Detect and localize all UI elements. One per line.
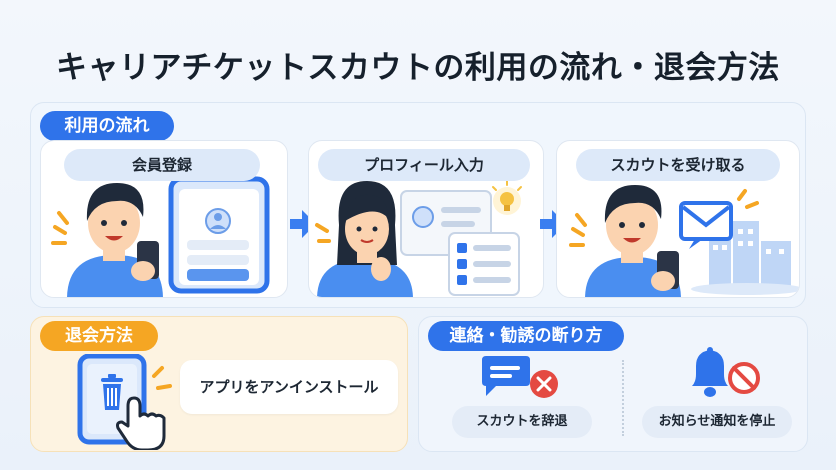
- step-label-register: 会員登録: [64, 149, 260, 181]
- page-title: キャリアチケットスカウトの利用の流れ・退会方法: [56, 50, 780, 86]
- building-icon: [709, 221, 791, 287]
- profile-illustration: [315, 180, 522, 297]
- withdraw-heading: 退会方法: [40, 321, 158, 351]
- checklist-icon: [448, 232, 520, 296]
- flow-heading: 利用の流れ: [40, 111, 174, 141]
- chat-icon: [482, 356, 558, 398]
- cancel-icon: [530, 370, 558, 398]
- uninstall-illustration: [77, 354, 172, 450]
- divider: [622, 360, 624, 436]
- arrow-right-icon: [540, 210, 566, 238]
- prohibited-icon: [728, 362, 760, 394]
- bell-icon: [692, 347, 728, 397]
- stop-notification-label: お知らせ通知を停止: [642, 406, 792, 438]
- step-label-scout: スカウトを受け取る: [576, 149, 780, 181]
- decline-scout-label: スカウトを辞退: [452, 406, 592, 438]
- contact-heading: 連絡・勧誘の断り方: [428, 321, 624, 351]
- hand-cursor-icon: [116, 396, 166, 450]
- step-label-profile: プロフィール入力: [318, 149, 530, 181]
- phone-icon: [168, 176, 270, 294]
- scout-illustration: [569, 185, 799, 297]
- notification-icons: [692, 347, 760, 397]
- uninstall-app-label: アプリをアンインストール: [180, 360, 398, 414]
- arrow-right-icon: [290, 210, 316, 238]
- envelope-icon: [679, 201, 733, 249]
- lightbulb-icon: [492, 180, 522, 215]
